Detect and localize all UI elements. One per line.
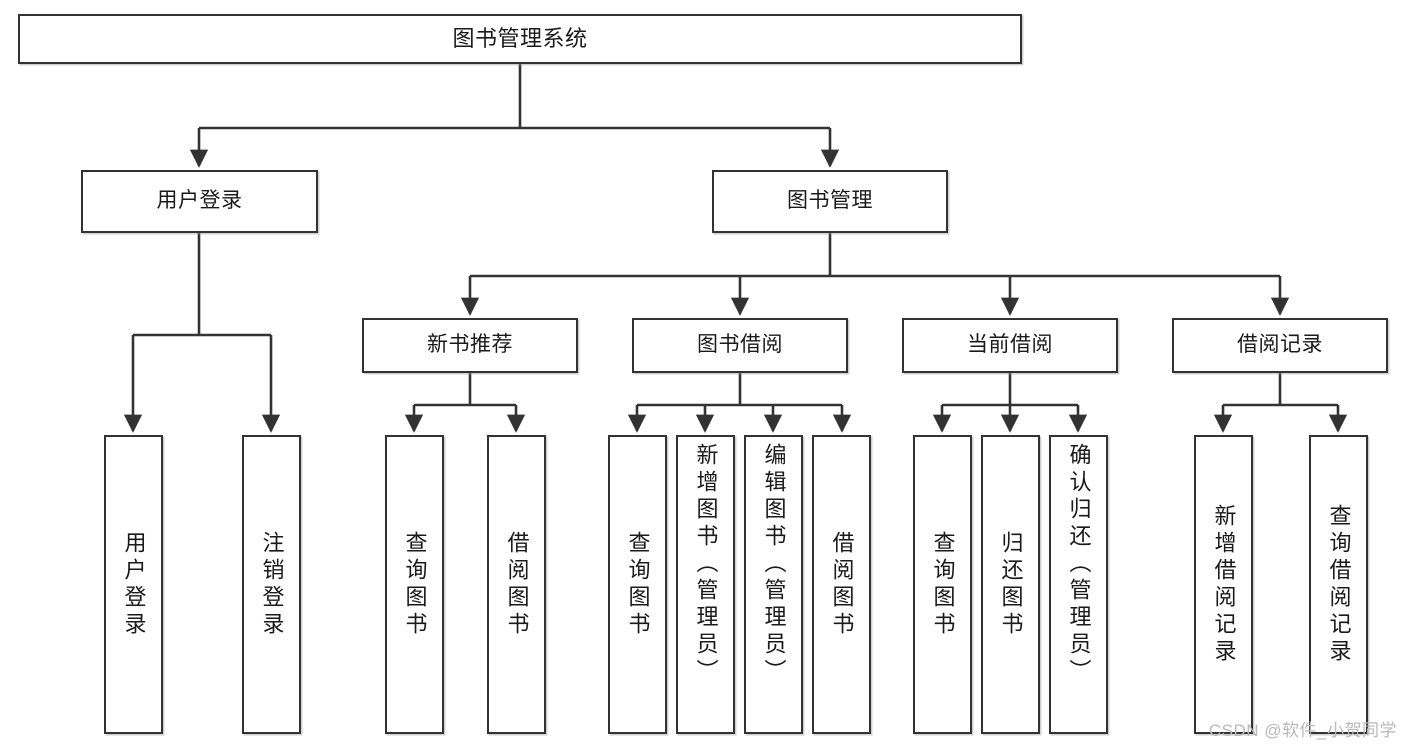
node-label: 归还图书 bbox=[998, 530, 1024, 639]
node-label: 图书管理 bbox=[787, 189, 873, 213]
node-label: 查询图书 bbox=[930, 530, 956, 639]
node-label: 借阅图书 bbox=[829, 530, 855, 639]
node-label: 当前借阅 bbox=[967, 333, 1053, 357]
node-label: 确认归还（管理员） bbox=[1066, 443, 1092, 686]
watermark: CSDN @软件_小贺同学 bbox=[1208, 721, 1397, 740]
node-new-book-recommendation[interactable]: 新书推荐 bbox=[362, 318, 578, 373]
node-user-login[interactable]: 用户登录 bbox=[81, 170, 318, 233]
node-label: 新增图书（管理员） bbox=[693, 443, 719, 686]
node-current-borrowing[interactable]: 当前借阅 bbox=[902, 318, 1118, 373]
node-label: 借阅图书 bbox=[504, 530, 530, 639]
node-label: 查询图书 bbox=[625, 530, 651, 639]
leaf-query-borrow-record[interactable]: 查询借阅记录 bbox=[1309, 435, 1368, 734]
node-label: 图书管理系统 bbox=[452, 26, 588, 52]
leaf-add-book-admin[interactable]: 新增图书（管理员） bbox=[676, 435, 735, 734]
leaf-edit-book-admin[interactable]: 编辑图书（管理员） bbox=[744, 435, 803, 734]
node-borrowing-record[interactable]: 借阅记录 bbox=[1172, 318, 1388, 373]
leaf-logout[interactable]: 注销登录 bbox=[242, 435, 301, 734]
node-label: 新书推荐 bbox=[427, 333, 513, 357]
leaf-confirm-return-admin[interactable]: 确认归还（管理员） bbox=[1049, 435, 1108, 734]
node-root-book-management-system[interactable]: 图书管理系统 bbox=[18, 14, 1022, 64]
leaf-add-borrow-record[interactable]: 新增借阅记录 bbox=[1194, 435, 1253, 734]
node-label: 用户登录 bbox=[121, 530, 147, 639]
node-book-borrowing[interactable]: 图书借阅 bbox=[632, 318, 848, 373]
leaf-borrow-book-new[interactable]: 借阅图书 bbox=[487, 435, 546, 734]
node-label: 编辑图书（管理员） bbox=[761, 443, 787, 686]
leaf-query-book-current[interactable]: 查询图书 bbox=[913, 435, 972, 734]
leaf-user-login[interactable]: 用户登录 bbox=[104, 435, 163, 734]
node-label: 查询借阅记录 bbox=[1326, 503, 1352, 666]
leaf-return-book[interactable]: 归还图书 bbox=[981, 435, 1040, 734]
leaf-query-book-new[interactable]: 查询图书 bbox=[385, 435, 444, 734]
node-label: 新增借阅记录 bbox=[1211, 503, 1237, 666]
node-label: 图书借阅 bbox=[697, 333, 783, 357]
node-label: 查询图书 bbox=[402, 530, 428, 639]
node-label: 用户登录 bbox=[156, 189, 243, 213]
node-label: 借阅记录 bbox=[1237, 333, 1323, 357]
node-book-management[interactable]: 图书管理 bbox=[712, 170, 948, 233]
node-label: 注销登录 bbox=[259, 530, 285, 639]
leaf-borrow-book[interactable]: 借阅图书 bbox=[812, 435, 871, 734]
leaf-query-book-borrow[interactable]: 查询图书 bbox=[608, 435, 667, 734]
